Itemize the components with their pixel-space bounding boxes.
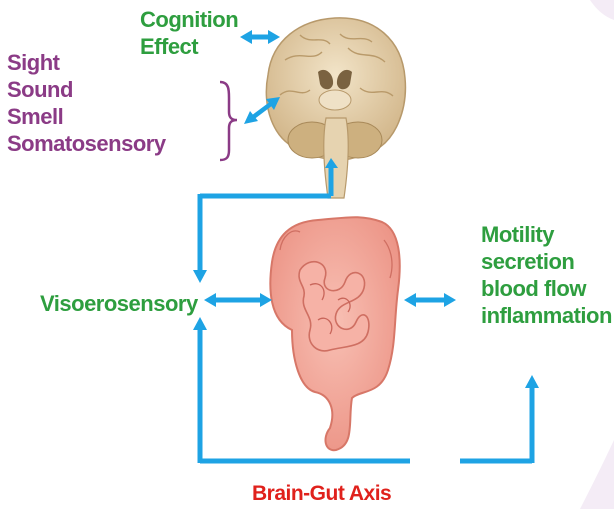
visceral-double-arrow bbox=[204, 293, 272, 307]
curly-brace-icon bbox=[220, 82, 237, 160]
visceral-label: Visoerosensory bbox=[40, 290, 198, 317]
intestine-illustration bbox=[270, 217, 399, 450]
effect-inflammation: inflammation bbox=[481, 302, 612, 329]
corner-decoration bbox=[580, 440, 614, 509]
gut-effects-label: Motility secretion blood flow inflammati… bbox=[481, 221, 612, 329]
effects-double-arrow bbox=[404, 293, 456, 307]
sense-somatosensory: Somatosensory bbox=[7, 130, 166, 157]
footer-title: Brain-Gut Axis bbox=[252, 482, 391, 506]
brain-illustration bbox=[266, 18, 405, 198]
corner-decoration-top bbox=[590, 0, 614, 20]
cognition-text: Cognition bbox=[140, 6, 238, 33]
senses-label: Sight Sound Smell Somatosensory bbox=[7, 49, 166, 157]
sense-sound: Sound bbox=[7, 76, 166, 103]
effect-secretion: secretion bbox=[481, 248, 612, 275]
loop-to-effects-arrow bbox=[460, 375, 539, 463]
sense-sight: Sight bbox=[7, 49, 166, 76]
sense-smell: Smell bbox=[7, 103, 166, 130]
effect-motility: Motility bbox=[481, 221, 612, 248]
effect-blood-flow: blood flow bbox=[481, 275, 612, 302]
cognition-double-arrow bbox=[240, 30, 280, 44]
